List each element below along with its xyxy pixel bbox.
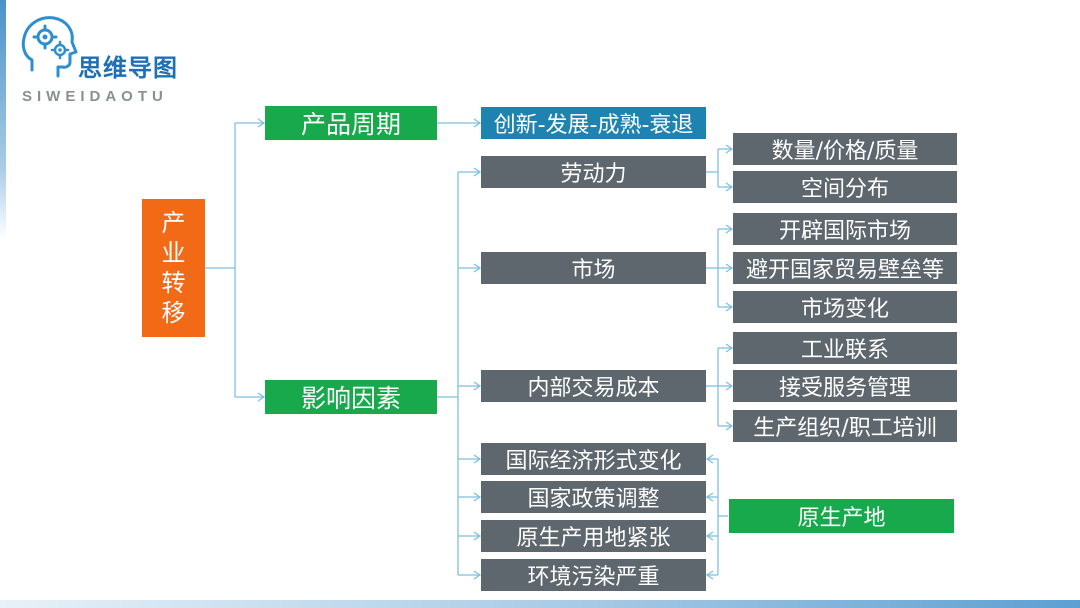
root-node-industry-transfer: 产 业 转 移 <box>142 199 205 337</box>
node-labor-detail: 空间分布 <box>733 171 957 203</box>
node-internal-cost-detail: 工业联系 <box>733 332 957 364</box>
node-market: 市场 <box>481 252 706 284</box>
root-char: 转 <box>161 269 186 297</box>
node-origin-factor: 国家政策调整 <box>481 481 706 513</box>
node-market-detail: 开辟国际市场 <box>733 213 957 245</box>
node-labor: 劳动力 <box>481 156 706 188</box>
node-origin-factor: 国际经济形式变化 <box>481 443 706 475</box>
node-market-detail: 市场变化 <box>733 291 957 323</box>
logo-title: 思维导图 <box>78 54 178 82</box>
node-influence-factors: 影响因素 <box>265 380 437 414</box>
node-internal-transaction-cost: 内部交易成本 <box>481 370 706 402</box>
left-accent-bar <box>0 0 6 240</box>
node-internal-cost-detail: 接受服务管理 <box>733 370 957 402</box>
node-market-detail: 避开国家贸易壁垒等 <box>733 252 957 284</box>
node-origin-factor: 环境污染严重 <box>481 559 706 591</box>
logo: 思维导图 SIWEIDAOTU <box>18 12 218 108</box>
bottom-gradient-band <box>0 600 1080 608</box>
node-labor-detail: 数量/价格/质量 <box>733 133 957 165</box>
logo-subtitle: SIWEIDAOTU <box>22 88 168 105</box>
node-cycle-stages: 创新-发展-成熟-衰退 <box>481 107 706 139</box>
node-product-cycle: 产品周期 <box>265 106 437 140</box>
root-char: 业 <box>161 239 186 267</box>
root-char: 产 <box>161 209 186 237</box>
node-origin-factor: 原生产用地紧张 <box>481 520 706 552</box>
node-original-production-site: 原生产地 <box>729 499 954 533</box>
brain-gear-icon <box>21 16 78 78</box>
root-char: 移 <box>161 299 186 327</box>
node-internal-cost-detail: 生产组织/职工培训 <box>733 410 957 442</box>
